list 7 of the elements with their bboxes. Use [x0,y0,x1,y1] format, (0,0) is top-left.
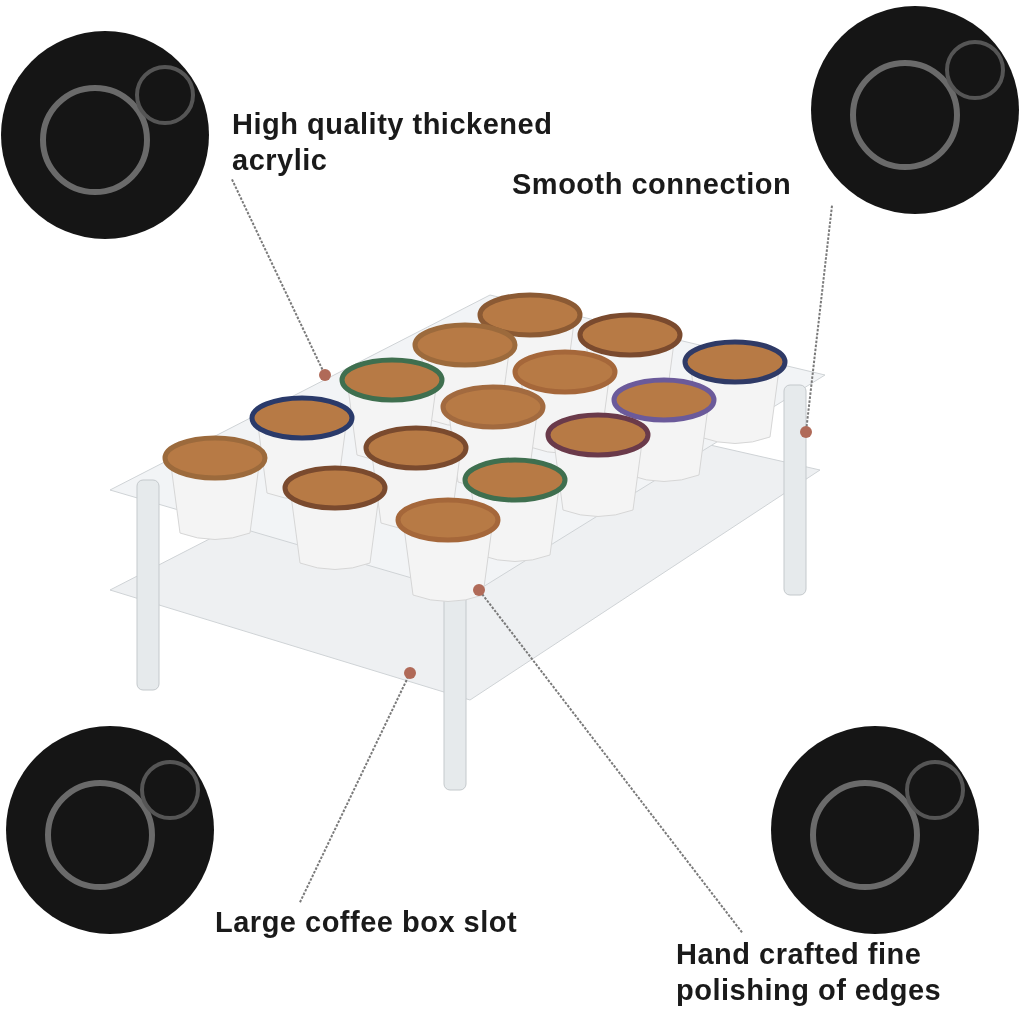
leader-line [800,204,833,438]
callout-label: Smooth connection [512,167,792,202]
leader-line [299,667,416,904]
callout-label: Hand crafted fine polishing of edges [676,937,943,1008]
leader-line [231,178,331,381]
callout-label: Large coffee box slot [215,905,518,940]
leader-line [473,584,743,934]
